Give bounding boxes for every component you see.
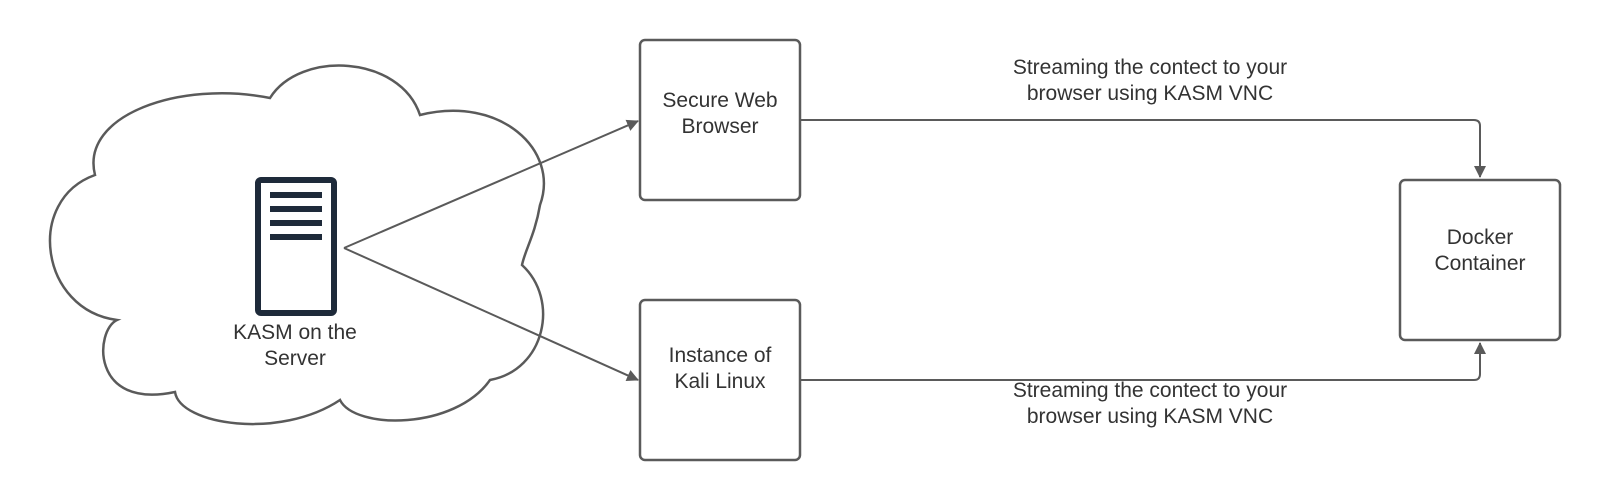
edge-label-kali-to-docker: Streaming the contect to your browser us… bbox=[1012, 379, 1288, 428]
server-node-label: KASM on the Server bbox=[233, 321, 357, 370]
connector-kali-to-docker bbox=[800, 342, 1486, 381]
connector-server-to-kali bbox=[343, 247, 639, 381]
docker-container-box bbox=[1398, 178, 1562, 342]
docker-container-label: Docker Container bbox=[1434, 226, 1526, 275]
connector-browser-to-docker bbox=[800, 119, 1486, 178]
kali-linux-label: Instance of Kali Linux bbox=[668, 344, 772, 393]
server-icon bbox=[255, 177, 337, 316]
secure-browser-label: Secure Web Browser bbox=[662, 89, 778, 138]
edge-label-browser-to-docker: Streaming the contect to your browser us… bbox=[1012, 56, 1288, 105]
connector-server-to-browser bbox=[343, 119, 639, 249]
